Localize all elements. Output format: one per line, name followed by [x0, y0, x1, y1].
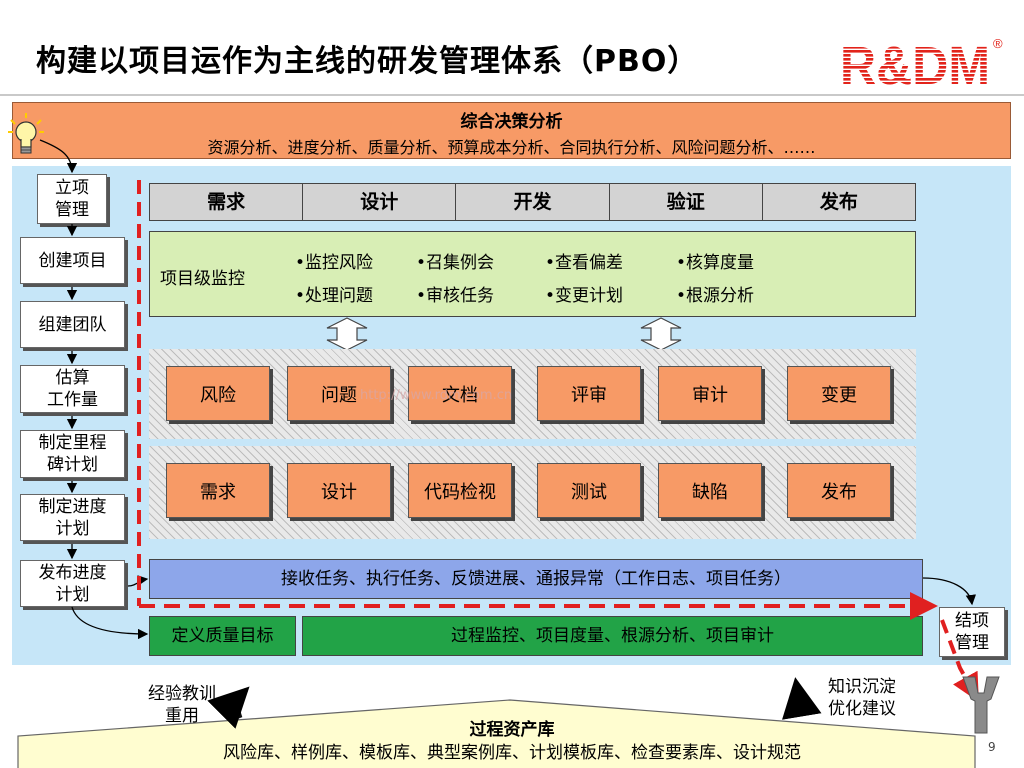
monitor-item: •变更计划 [545, 286, 624, 306]
double-arrow-icon [640, 317, 682, 351]
monitor-item: •审核任务 [416, 286, 495, 306]
title-divider [0, 94, 1024, 96]
object-risk: 风险 [166, 366, 270, 421]
double-arrow-icon [326, 317, 368, 351]
phase-requirement: 需求 [150, 184, 304, 220]
activity-test: 测试 [537, 463, 641, 518]
step-project-initiation: 立项管理 [37, 174, 107, 224]
monitor-item: •查看偏差 [545, 253, 624, 273]
object-issue: 问题 [287, 366, 391, 421]
monitor-item: •核算度量 [676, 253, 755, 273]
monitor-label: 项目级监控 [160, 269, 245, 289]
step-milestone-plan: 制定里程碑计划 [20, 430, 125, 478]
monitor-item: •召集例会 [416, 253, 495, 273]
decision-analysis-banner: 综合决策分析 资源分析、进度分析、质量分析、预算成本分析、合同执行分析、风险问题… [12, 102, 1011, 159]
task-execution-bar: 接收任务、执行任务、反馈进展、通报异常（工作日志、项目任务） [149, 559, 923, 599]
step-create-project: 创建项目 [20, 237, 125, 284]
page-number: 9 [988, 740, 996, 754]
activity-requirement: 需求 [166, 463, 270, 518]
page-title: 构建以项目运作为主线的研发管理体系（PBO） [36, 44, 699, 79]
activity-code-review: 代码检视 [408, 463, 512, 518]
monitor-item: •监控风险 [295, 253, 374, 273]
process-control-bar: 过程监控、项目度量、根源分析、项目审计 [302, 616, 923, 656]
step-build-team: 组建团队 [20, 301, 125, 348]
object-change: 变更 [787, 366, 891, 421]
lessons-learned-label: 经验教训重用 [148, 684, 216, 726]
phase-verification: 验证 [610, 184, 763, 220]
phase-header: 需求 设计 开发 验证 发布 [149, 183, 916, 221]
object-audit: 审计 [658, 366, 762, 421]
activity-design: 设计 [287, 463, 391, 518]
activity-release: 发布 [787, 463, 891, 518]
rdm-logo: R&DM ® [840, 36, 1003, 88]
step-publish-schedule: 发布进度计划 [20, 560, 125, 607]
phase-release: 发布 [819, 191, 858, 213]
knowledge-label: 知识沉淀优化建议 [828, 677, 896, 719]
trophy-icon [962, 676, 1000, 734]
quality-goal-box: 定义质量目标 [149, 616, 296, 656]
object-review: 评审 [537, 366, 641, 421]
phase-design: 设计 [303, 184, 457, 220]
lightbulb-icon [8, 113, 44, 154]
step-project-closure: 结项管理 [939, 607, 1005, 657]
decision-items: 资源分析、进度分析、质量分析、预算成本分析、合同执行分析、风险问题分析、…… [207, 138, 816, 157]
logo-registered: ® [993, 36, 1003, 51]
project-monitoring-box: 项目级监控 •监控风险 •召集例会 •查看偏差 •核算度量 •处理问题 •审核任… [149, 231, 916, 317]
phase-development: 开发 [456, 184, 610, 220]
management-objects-row [149, 349, 916, 439]
watermark: http://www.rdm.com.cn [360, 388, 513, 403]
monitor-item: •处理问题 [295, 286, 374, 306]
logo-text: R&DM [840, 36, 990, 88]
library-items: 风险库、样例库、模板库、典型案例库、计划模板库、检查要素库、设计规范 [223, 743, 801, 763]
activity-defect: 缺陷 [658, 463, 762, 518]
step-estimate-workload: 估算工作量 [20, 365, 125, 413]
object-document: 文档 [408, 366, 512, 421]
step-schedule-plan: 制定进度计划 [20, 494, 125, 541]
monitor-item: •根源分析 [676, 286, 755, 306]
decision-title: 综合决策分析 [460, 112, 563, 132]
library-title: 过程资产库 [469, 720, 555, 740]
